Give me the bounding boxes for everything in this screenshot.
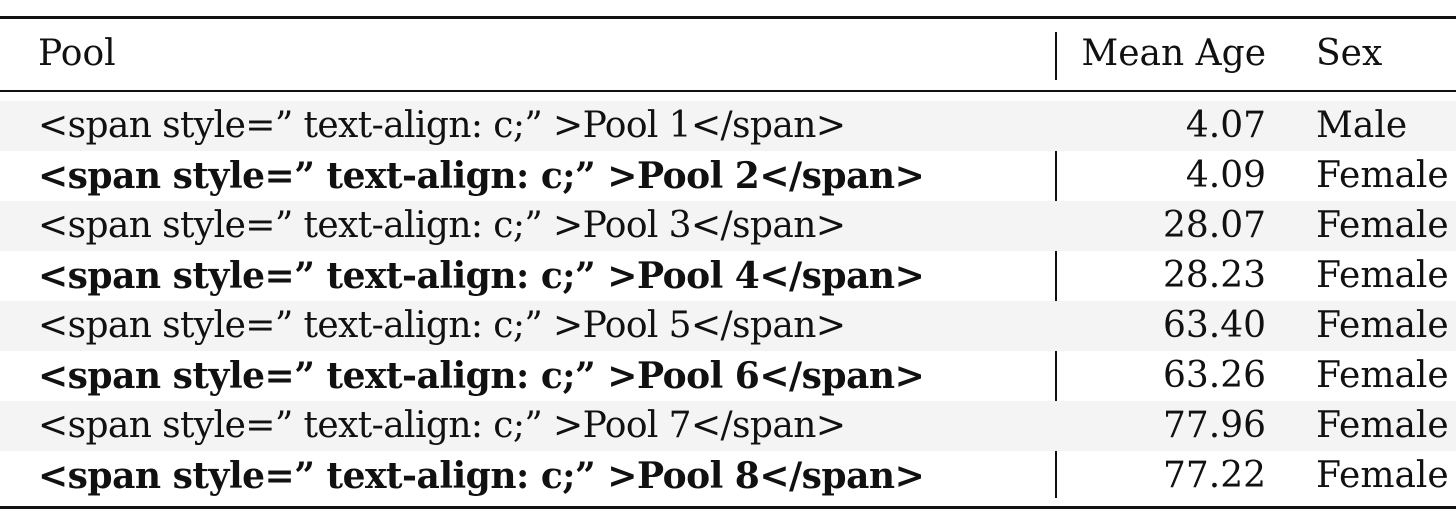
cell-mean-age: 63.26	[1162, 355, 1266, 396]
cell-mean-age: 63.40	[1162, 305, 1266, 346]
cell-mean-age: 77.96	[1162, 405, 1266, 446]
table-row: <span style=” text-align: c;” >Pool 5</s…	[0, 301, 1456, 351]
cell-pool: <span style=” text-align: c;” >Pool 6</s…	[38, 355, 925, 397]
table-top-rule	[0, 16, 1456, 19]
cell-mean-age: 4.09	[1185, 155, 1266, 196]
cell-pool: <span style=” text-align: c;” >Pool 3</s…	[38, 205, 846, 246]
cell-mean-age: 28.07	[1162, 205, 1266, 246]
cell-mean-age: 77.22	[1162, 455, 1266, 496]
table-bottom-rule	[0, 506, 1456, 509]
cell-mean-age: 28.23	[1162, 255, 1266, 296]
cell-sex: Female	[1316, 155, 1449, 196]
table-header-row: Pool Mean Age Sex	[0, 24, 1456, 84]
header-pool: Pool	[38, 33, 116, 74]
body-column-divider	[1055, 102, 1057, 498]
table-row: <span style=” text-align: c;” >Pool 3</s…	[0, 201, 1456, 251]
table-row: <span style=” text-align: c;” >Pool 6</s…	[0, 351, 1456, 401]
cell-sex: Female	[1316, 455, 1449, 496]
header-column-divider	[1055, 32, 1057, 80]
table-row: <span style=” text-align: c;” >Pool 1</s…	[0, 101, 1456, 151]
table-body: <span style=” text-align: c;” >Pool 1</s…	[0, 101, 1456, 501]
cell-pool: <span style=” text-align: c;” >Pool 5</s…	[38, 305, 846, 346]
cell-pool: <span style=” text-align: c;” >Pool 1</s…	[38, 105, 846, 146]
cell-sex: Female	[1316, 255, 1449, 296]
header-mean-age: Mean Age	[1081, 33, 1266, 74]
cell-sex: Female	[1316, 355, 1449, 396]
cell-pool: <span style=” text-align: c;” >Pool 8</s…	[38, 455, 925, 497]
cell-mean-age: 4.07	[1185, 105, 1266, 146]
cell-pool: <span style=” text-align: c;” >Pool 7</s…	[38, 405, 846, 446]
table-row: <span style=” text-align: c;” >Pool 2</s…	[0, 151, 1456, 201]
cell-sex: Male	[1316, 105, 1408, 146]
header-sex: Sex	[1316, 33, 1383, 74]
cell-sex: Female	[1316, 205, 1449, 246]
table-row: <span style=” text-align: c;” >Pool 8</s…	[0, 451, 1456, 501]
table-row: <span style=” text-align: c;” >Pool 4</s…	[0, 251, 1456, 301]
cell-sex: Female	[1316, 305, 1449, 346]
cell-sex: Female	[1316, 405, 1449, 446]
table-header-rule	[0, 90, 1456, 92]
cell-pool: <span style=” text-align: c;” >Pool 2</s…	[38, 155, 925, 197]
cell-pool: <span style=” text-align: c;” >Pool 4</s…	[38, 255, 925, 297]
table-row: <span style=” text-align: c;” >Pool 7</s…	[0, 401, 1456, 451]
